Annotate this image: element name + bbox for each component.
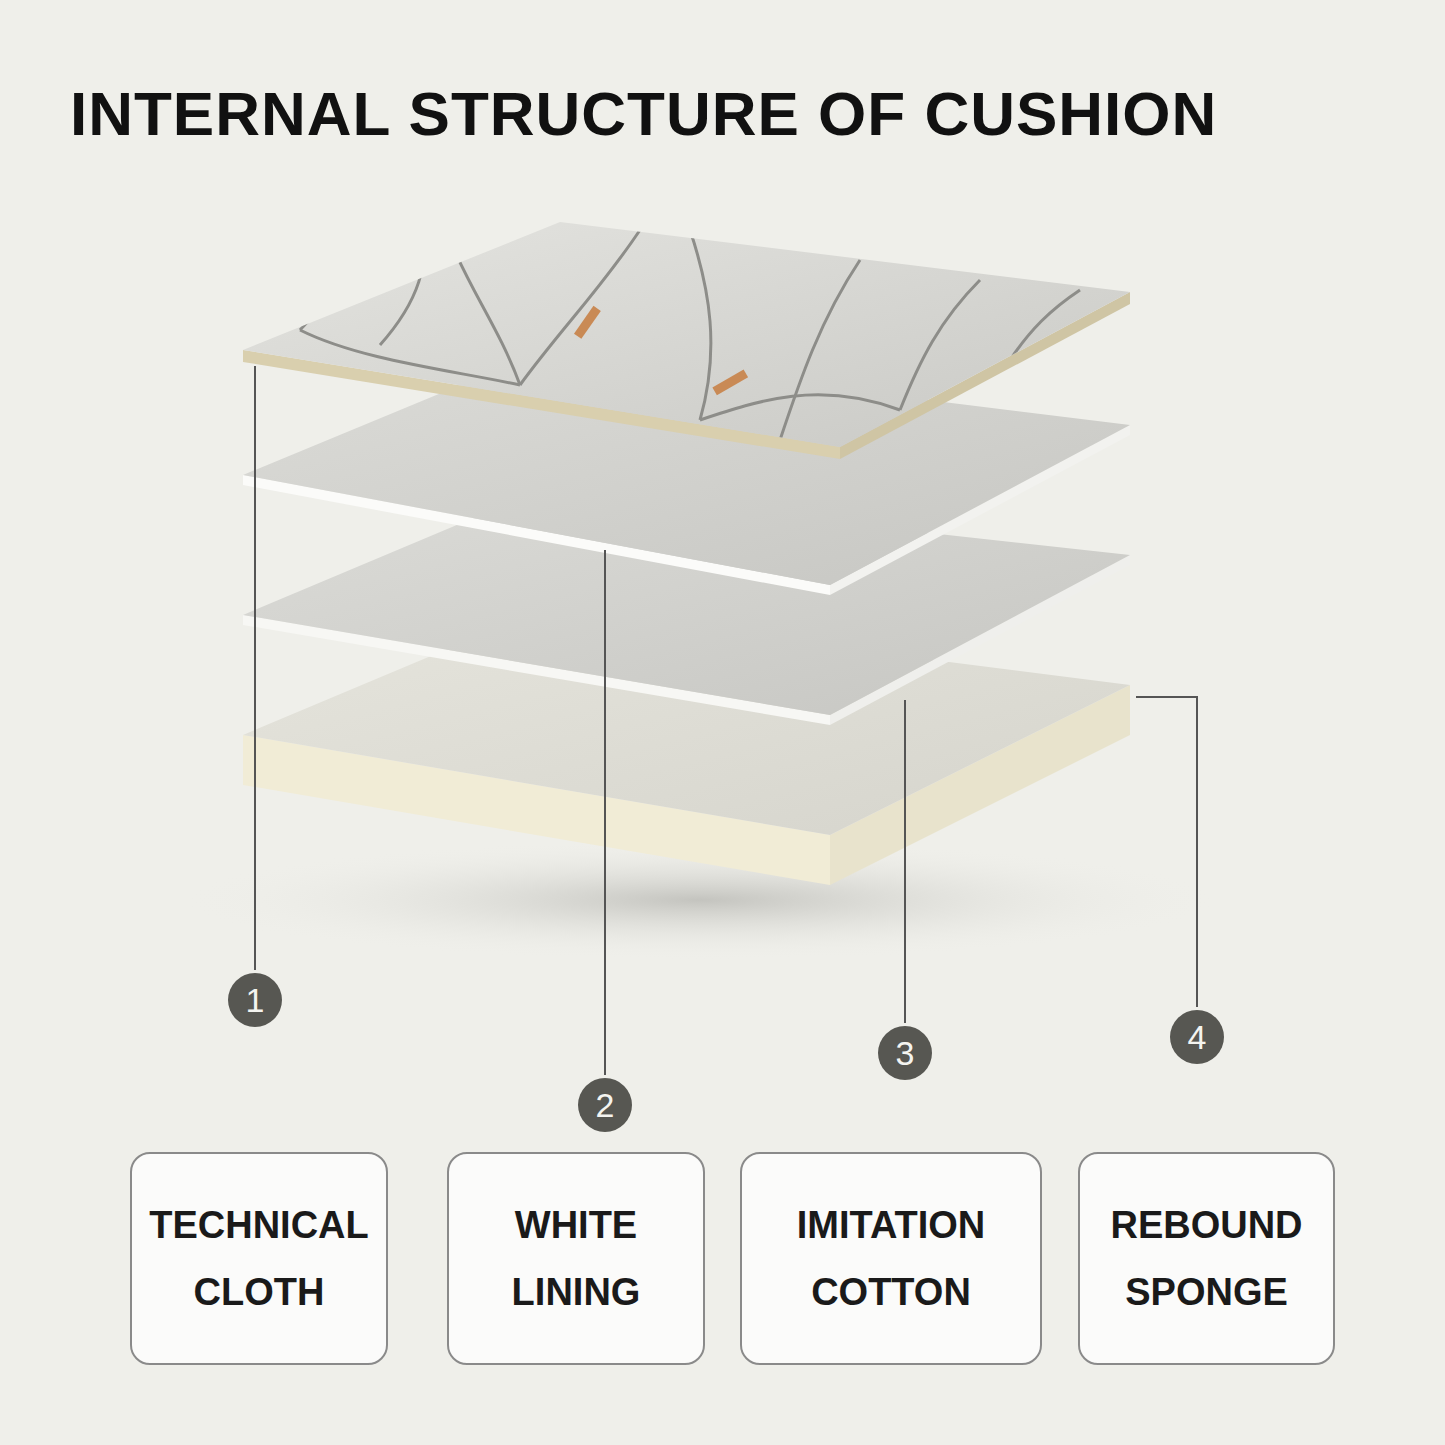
label-box: REBOUND SPONGE <box>1078 1152 1335 1365</box>
label-box: IMITATION COTTON <box>740 1152 1042 1365</box>
layer-name: WHITE LINING <box>461 1192 691 1326</box>
diagram-title: INTERNAL STRUCTURE OF CUSHION <box>70 78 1217 149</box>
callout-number: 1 <box>228 973 282 1027</box>
label-box: WHITE LINING <box>447 1152 705 1365</box>
layer-name: IMITATION COTTON <box>754 1192 1028 1326</box>
layer-name: TECHNICAL CLOTH <box>144 1192 374 1326</box>
layer-name: REBOUND SPONGE <box>1092 1192 1321 1326</box>
callout-number: 3 <box>878 1026 932 1080</box>
label-box: TECHNICAL CLOTH <box>130 1152 388 1365</box>
callout-number: 4 <box>1170 1010 1224 1064</box>
callout-number: 2 <box>578 1078 632 1132</box>
